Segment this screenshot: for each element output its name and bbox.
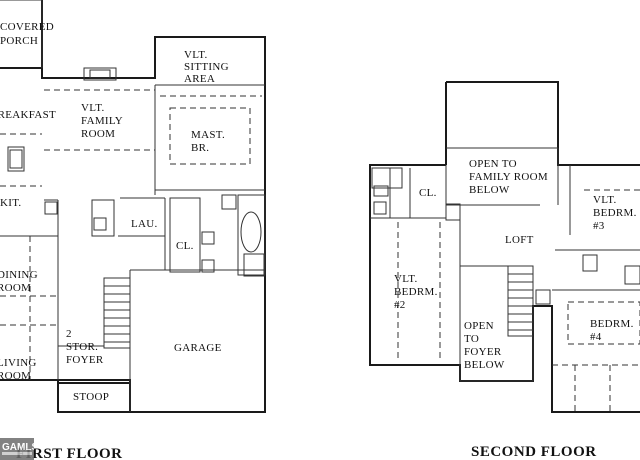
room-sitting-area: VLT. SITTING AREA <box>184 49 232 85</box>
room-living: LIVING ROOM <box>0 357 40 382</box>
room-open-to-foyer: OPEN TO FOYER BELOW <box>464 320 505 371</box>
room-bedroom-3: VLT. BEDRM. #3 <box>593 194 640 232</box>
room-kitchen: KIT. <box>0 197 21 209</box>
room-family-room: VLT. FAMILY ROOM <box>81 102 126 140</box>
first-floor-plan: COVERED PORCH BREAKFAST VLT. FAMILY ROOM… <box>0 0 266 460</box>
watermark-underline <box>2 452 32 455</box>
room-dining: DINING ROOM <box>0 269 41 294</box>
room-open-to-family: OPEN TO FAMILY ROOM BELOW <box>469 158 551 196</box>
room-closet: CL. <box>176 240 194 252</box>
room-laundry: LAU. <box>131 218 158 230</box>
room-stoop: STOOP <box>73 391 109 403</box>
second-floor-title: SECOND FLOOR <box>471 444 597 460</box>
room-upper-closet: CL. <box>419 187 437 199</box>
room-garage: GARAGE <box>174 342 222 354</box>
mls-watermark: GAMLS <box>0 438 34 460</box>
room-master-bedroom: MAST. BR. <box>191 129 228 154</box>
first-floor-title: FIRST FLOOR <box>16 446 123 460</box>
room-foyer: 2 STOR. FOYER <box>66 328 104 366</box>
room-covered-porch: COVERED PORCH <box>0 21 57 47</box>
room-bedroom-4: BEDRM. #4 <box>590 318 637 343</box>
room-breakfast: BREAKFAST <box>0 109 56 121</box>
room-loft: LOFT <box>505 234 534 246</box>
watermark-logo-text: GAMLS <box>2 442 34 453</box>
second-floor-plan: OPEN TO FAMILY ROOM BELOW CL. VLT. BEDRM… <box>369 81 640 460</box>
room-bedroom-2: VLT. BEDRM. #2 <box>394 273 441 311</box>
